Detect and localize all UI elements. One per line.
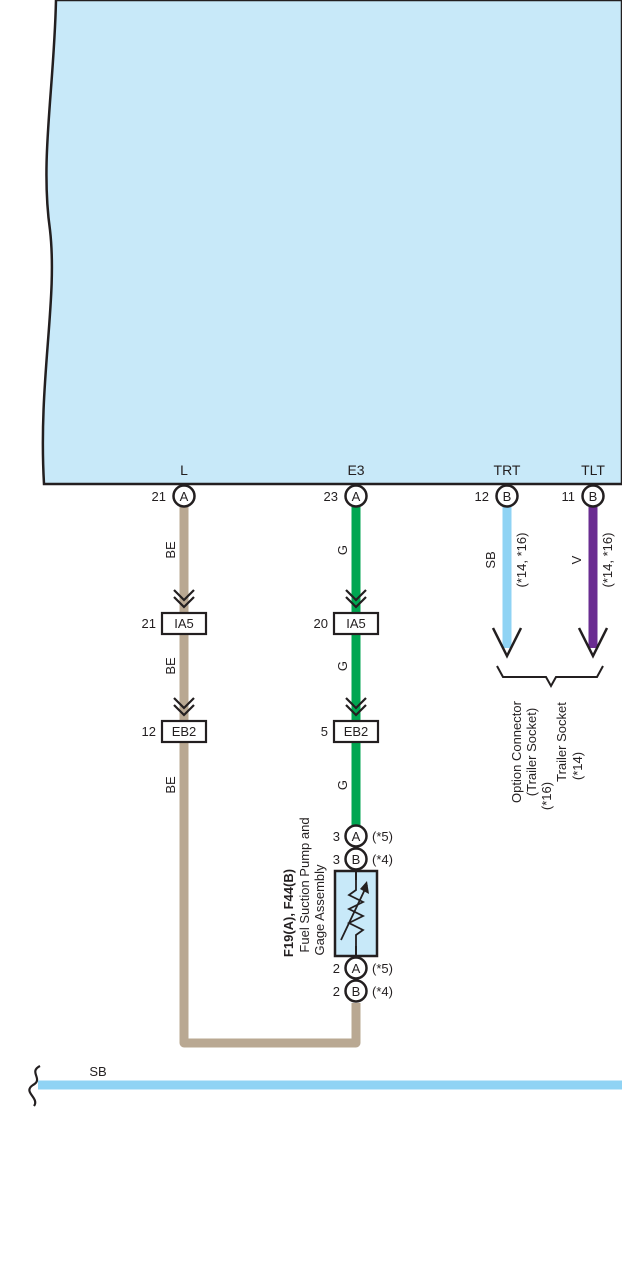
pump-pin: 3 (333, 829, 340, 844)
wire-label-be: BE (163, 541, 178, 559)
pin-number: 21 (152, 489, 166, 504)
junction-pin: 5 (321, 724, 328, 739)
wire-label-sb-bottom: SB (89, 1064, 106, 1079)
junction-box-ia5 (160, 611, 208, 636)
junction-pin: 20 (314, 616, 328, 631)
pump-pin: 2 (333, 984, 340, 999)
wire-label-g: G (335, 780, 350, 790)
chevron-icon (173, 589, 367, 717)
junction-label-eb2: EB2 (172, 724, 197, 739)
break-mark (28, 1065, 41, 1107)
wire-label-be: BE (163, 776, 178, 794)
pump-pin: 2 (333, 961, 340, 976)
svg-text:B: B (589, 489, 598, 504)
pump-pin: 3 (333, 852, 340, 867)
option-connector-label: (Trailer Socket) (524, 708, 539, 796)
svg-text:B: B (503, 489, 512, 504)
trailer-socket-label: Trailer Socket (554, 702, 569, 782)
variable-resistor-icon (346, 880, 366, 946)
destination-brace (496, 665, 604, 689)
wire-label-sb: SB (483, 551, 498, 568)
wire-note-trt: (*14, *16) (514, 533, 529, 588)
pump-pin-note: (*4) (372, 852, 393, 867)
junction-label-ia5: IA5 (346, 616, 366, 631)
junction-box-eb2 (160, 719, 208, 744)
pin-number: 23 (324, 489, 338, 504)
svg-text:B: B (352, 984, 361, 999)
arrow-trt (491, 627, 523, 659)
junction-label-eb2: EB2 (344, 724, 369, 739)
pin-number: 12 (475, 489, 489, 504)
option-connector-label: Option Connector (509, 700, 524, 803)
pump-pin-note: (*5) (372, 829, 393, 844)
fuel-pump-name: Fuel Suction Pump and (297, 817, 312, 952)
terminal-circle-TRT: B (495, 484, 519, 508)
svg-text:B: B (352, 852, 361, 867)
terminal-circle-L: A (172, 484, 196, 508)
wire-label-g: G (335, 661, 350, 671)
junction-pin: 21 (142, 616, 156, 631)
wire-note-tlt: (*14, *16) (600, 533, 615, 588)
junction-box-eb2 (332, 719, 380, 744)
pump-connector-circle: B (344, 847, 368, 871)
terminal-name-TRT: TRT (494, 462, 521, 478)
pump-connector-circle: A (344, 956, 368, 980)
trailer-socket-label: (*14) (570, 752, 585, 780)
wire-label-g: G (335, 545, 350, 555)
pump-pin-note: (*4) (372, 984, 393, 999)
arrow-tlt (577, 627, 609, 659)
svg-text:A: A (352, 489, 361, 504)
svg-text:A: A (352, 961, 361, 976)
junction-label-ia5: IA5 (174, 616, 194, 631)
ecu-body (41, 0, 622, 486)
terminal-circle-TLT: B (581, 484, 605, 508)
terminal-name-TLT: TLT (581, 462, 605, 478)
svg-text:A: A (352, 829, 361, 844)
junction-box-ia5 (332, 611, 380, 636)
pump-pin-note: (*5) (372, 961, 393, 976)
fuel-pump-component (333, 869, 379, 958)
option-connector-label: (*16) (539, 782, 554, 810)
terminal-name-L: L (180, 462, 188, 478)
svg-text:A: A (180, 489, 189, 504)
wire-be (179, 507, 361, 1048)
pump-connector-circle: A (344, 824, 368, 848)
wire-label-be: BE (163, 657, 178, 675)
wire-label-v: V (569, 555, 584, 564)
fuel-pump-title: F19(A), F44(B) (281, 869, 296, 957)
pin-number: 11 (562, 489, 576, 504)
pump-connector-circle: B (344, 979, 368, 1003)
junction-pin: 12 (142, 724, 156, 739)
fuel-pump-name: Gage Assembly (312, 864, 327, 956)
terminal-circle-E3: A (344, 484, 368, 508)
terminal-name-E3: E3 (347, 462, 364, 478)
